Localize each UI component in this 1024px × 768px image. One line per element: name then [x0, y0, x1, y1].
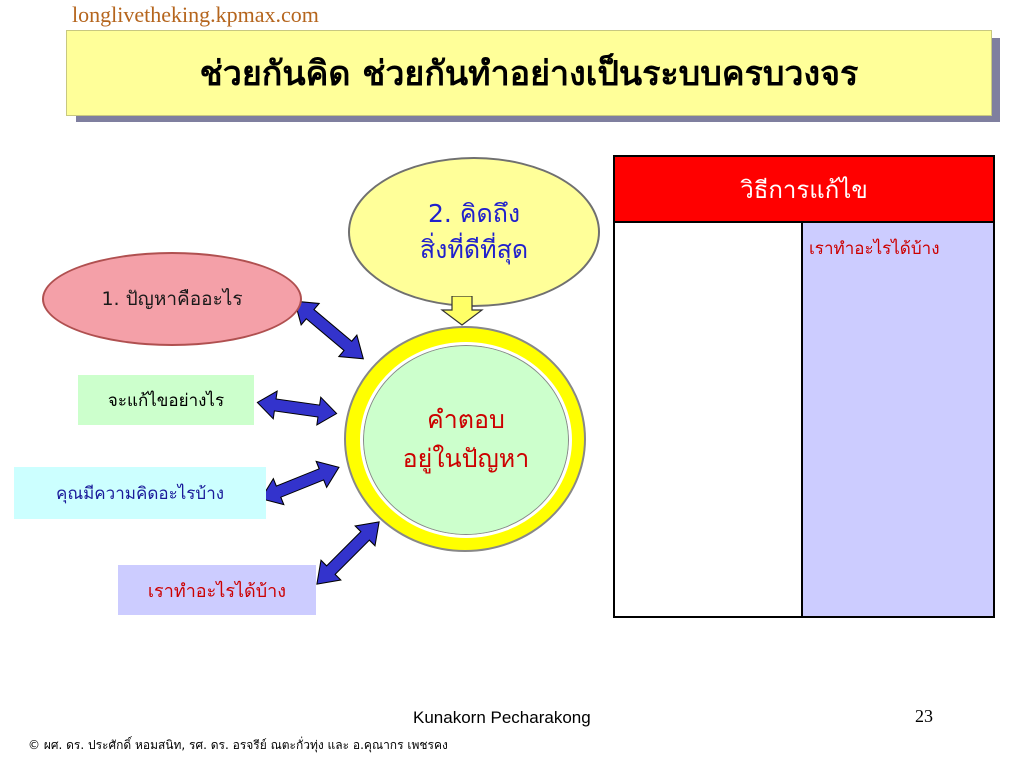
center-circle: คำตอบ อยู่ในปัญหา [360, 342, 572, 538]
solutions-table: วิธีการแก้ไข เราทำอะไรได้บ้าง [613, 155, 995, 618]
title-banner: ช่วยกันคิด ช่วยกันทำอย่างเป็นระบบครบวงจร [66, 30, 992, 116]
site-url: longlivetheking.kpmax.com [72, 2, 319, 27]
step2-line2: สิ่งที่ดีที่สุด [419, 235, 529, 264]
table-header: วิธีการแก้ไข [615, 157, 993, 223]
center-line2: อยู่ในปัญหา [402, 444, 530, 473]
your-ideas-label: คุณมีความคิดอะไรบ้าง [14, 467, 266, 519]
table-right-text: เราทำอะไรได้บ้าง [809, 239, 940, 259]
what-we-do-label: เราทำอะไรได้บ้าง [118, 565, 316, 615]
table-right-column: เราทำอะไรได้บ้าง [803, 223, 993, 616]
table-left-column [615, 223, 803, 616]
center-line1: คำตอบ [427, 405, 505, 435]
how-to-fix-label: จะแก้ไขอย่างไร [78, 375, 254, 425]
slide-title: ช่วยกันคิด ช่วยกันทำอย่างเป็นระบบครบวงจร [199, 54, 859, 94]
copyright-notice: © ผศ. ดร. ประศักดิ์ หอมสนิท, รศ. ดร. อรจ… [28, 738, 448, 752]
arrow-ideas-to-center [255, 453, 345, 513]
step1-oval: 1. ปัญหาคืออะไร [42, 252, 302, 346]
step2-line1: 2. คิดถึง [427, 198, 521, 228]
page-number: 23 [915, 706, 933, 726]
arrow-whatwedo-to-center [306, 511, 390, 595]
step2-oval: 2. คิดถึง สิ่งที่ดีที่สุด [348, 157, 600, 307]
down-arrow-icon [440, 296, 484, 326]
arrow-howto-to-center [254, 388, 340, 428]
step1-label: 1. ปัญหาคืออะไร [101, 288, 243, 310]
table-header-label: วิธีการแก้ไข [740, 175, 868, 204]
author-name: Kunakorn Pecharakong [413, 708, 591, 727]
